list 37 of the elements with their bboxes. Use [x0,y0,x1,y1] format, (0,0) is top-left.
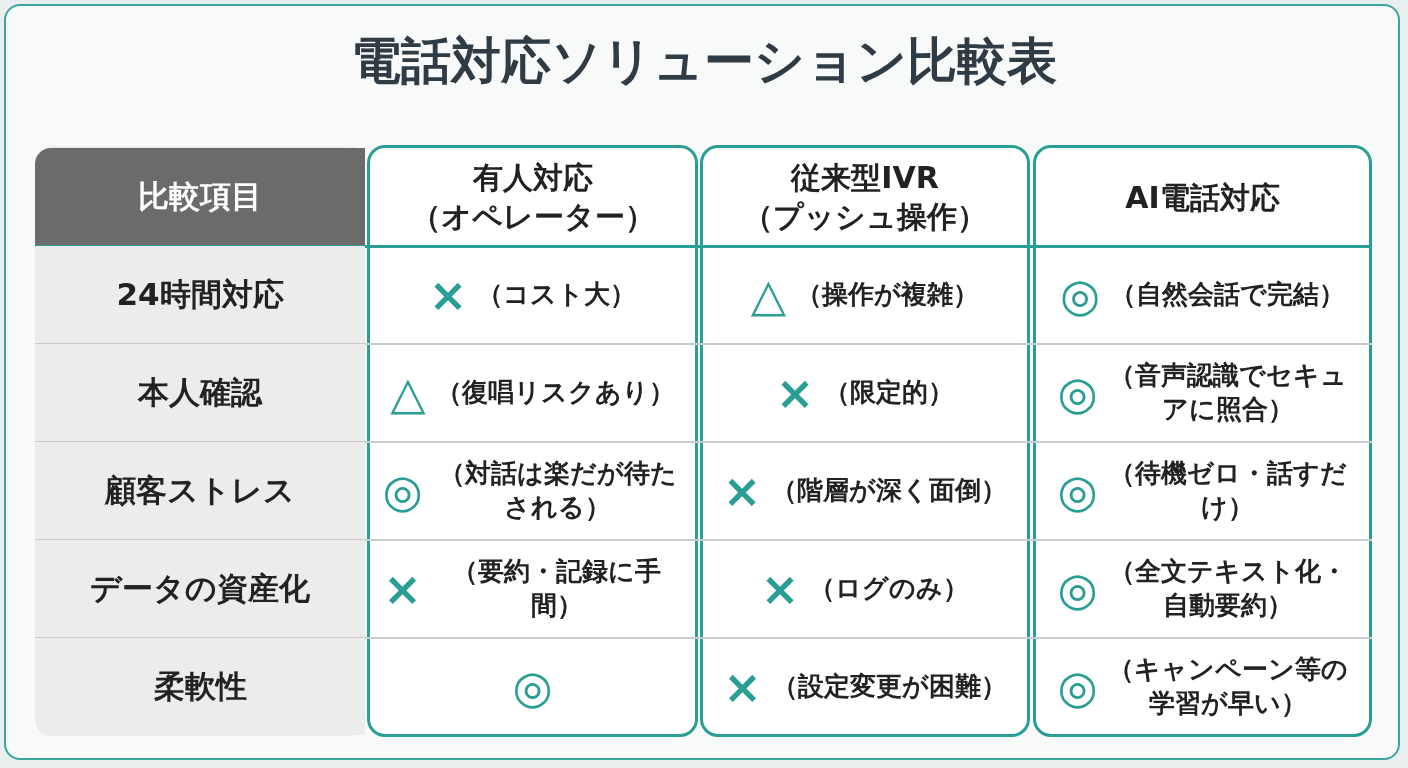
rating-symbol: × [428,272,468,318]
cell-note: （ログのみ） [809,572,970,606]
cell-note: （コスト大） [477,278,637,312]
cell-note: （要約・記録に手間） [451,555,663,622]
rating-symbol: × [722,468,762,514]
cell-note: （キャンペーン等の学習が早い） [1107,652,1348,720]
rating-symbol: × [383,566,422,612]
row-header: 柔軟性 [35,638,365,735]
cell-note: （設定変更が困難） [771,669,1007,703]
cell-note: （待機ゼロ・話すだけ） [1107,457,1348,524]
cell-note: （全文テキスト化・自動要約） [1107,555,1348,622]
rating-symbol: ◎ [1057,663,1098,710]
rating-symbol: ◎ [382,468,423,514]
column-header: （オペレーター） [410,198,655,236]
rating-symbol: ◎ [512,663,553,710]
column-header: AI電話対応 [1125,178,1280,217]
cell-note: （復唱リスクあり） [435,376,675,410]
column-header: （プッシュ操作） [743,198,987,236]
rating-symbol: △ [390,370,426,416]
rating-symbol: △ [750,272,787,318]
column-header: 有人対応 [472,159,593,197]
rating-symbol: ◎ [1057,566,1098,612]
cell-note: （自然会話で完結） [1110,278,1346,312]
cell-note: （限定的） [824,376,955,410]
rating-symbol: × [760,566,800,612]
cell-note: （操作が複雑） [796,278,980,312]
column-header: 比較項目 [35,148,365,245]
rating-symbol: × [775,370,815,416]
rating-symbol: × [723,663,762,710]
cell-note: （音声認識でセキュアに照合） [1107,359,1348,426]
cell-note: （階層が深く面倒） [771,474,1008,508]
rating-symbol: ◎ [1059,272,1101,318]
column-header: 従来型IVR [791,159,939,197]
rating-symbol: ◎ [1057,468,1098,514]
title: 電話対応ソリューション比較表 [350,31,1058,92]
cell-note: （対話は楽だが待たされる） [437,457,678,524]
rating-symbol: ◎ [1057,370,1098,416]
